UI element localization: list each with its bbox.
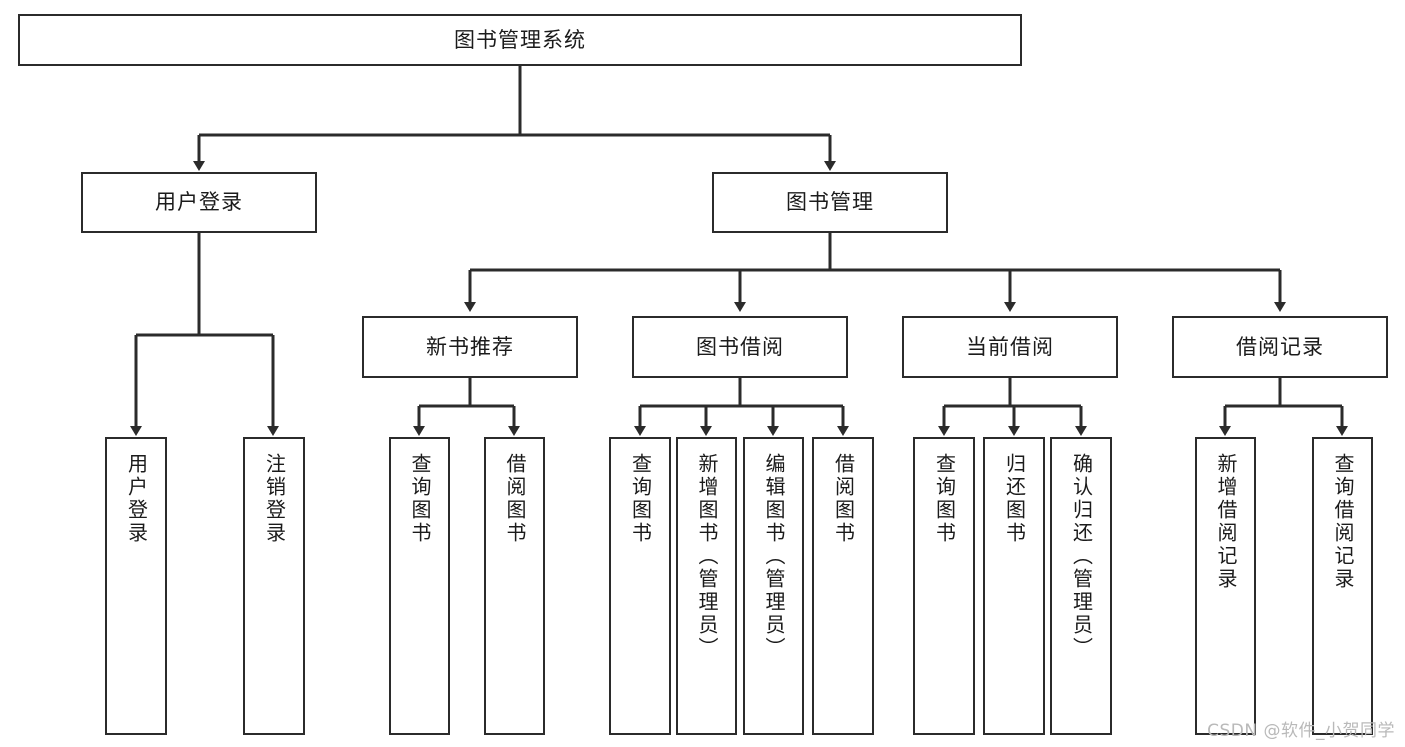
node-book-borrow-label: 图书借阅: [696, 334, 784, 359]
leaf-book-borrow-2-label: 新增图书（管理员）: [695, 453, 719, 660]
leaf-current-borrow-1[interactable]: 查询图书: [913, 437, 975, 735]
leaf-current-borrow-2-label: 归还图书: [1002, 453, 1027, 545]
node-book-manage[interactable]: 图书管理: [712, 172, 948, 233]
leaf-current-borrow-3[interactable]: 确认归还（管理员）: [1050, 437, 1112, 735]
leaf-book-borrow-4-label: 借阅图书: [831, 453, 856, 545]
leaf-book-borrow-1[interactable]: 查询图书: [609, 437, 671, 735]
leaf-book-borrow-3-label: 编辑图书（管理员）: [762, 453, 786, 660]
node-borrow-record[interactable]: 借阅记录: [1172, 316, 1388, 378]
leaf-borrow-record-1[interactable]: 新增借阅记录: [1195, 437, 1256, 735]
leaf-borrow-record-2-label: 查询借阅记录: [1331, 453, 1355, 591]
leaf-new-book-2-label: 借阅图书: [503, 453, 527, 545]
watermark: CSDN @软件_小贺同学: [1207, 721, 1395, 741]
node-root[interactable]: 图书管理系统: [18, 14, 1022, 66]
node-current-borrow[interactable]: 当前借阅: [902, 316, 1118, 378]
node-book-manage-label: 图书管理: [786, 190, 874, 215]
node-book-borrow[interactable]: 图书借阅: [632, 316, 848, 378]
node-user-login-label: 用户登录: [155, 190, 243, 215]
leaf-new-book-1[interactable]: 查询图书: [389, 437, 450, 735]
leaf-book-borrow-3[interactable]: 编辑图书（管理员）: [743, 437, 804, 735]
leaf-user-login-1[interactable]: 用户登录: [105, 437, 167, 735]
leaf-borrow-record-2[interactable]: 查询借阅记录: [1312, 437, 1373, 735]
node-root-label: 图书管理系统: [454, 27, 586, 52]
leaf-new-book-2[interactable]: 借阅图书: [484, 437, 545, 735]
node-new-book-recommend[interactable]: 新书推荐: [362, 316, 578, 378]
leaf-book-borrow-1-label: 查询图书: [628, 453, 653, 545]
leaf-current-borrow-1-label: 查询图书: [932, 453, 957, 545]
leaf-book-borrow-2[interactable]: 新增图书（管理员）: [676, 437, 737, 735]
node-current-borrow-label: 当前借阅: [966, 334, 1054, 359]
leaf-user-login-1-label: 用户登录: [124, 453, 149, 545]
node-new-book-recommend-label: 新书推荐: [426, 334, 514, 359]
leaf-user-login-2-label: 注销登录: [262, 453, 287, 545]
leaf-current-borrow-2[interactable]: 归还图书: [983, 437, 1045, 735]
leaf-current-borrow-3-label: 确认归还（管理员）: [1069, 453, 1094, 660]
node-user-login[interactable]: 用户登录: [81, 172, 317, 233]
leaf-user-login-2[interactable]: 注销登录: [243, 437, 305, 735]
leaf-borrow-record-1-label: 新增借阅记录: [1214, 453, 1238, 591]
node-borrow-record-label: 借阅记录: [1236, 334, 1324, 359]
leaf-new-book-1-label: 查询图书: [408, 453, 432, 545]
leaf-book-borrow-4[interactable]: 借阅图书: [812, 437, 874, 735]
